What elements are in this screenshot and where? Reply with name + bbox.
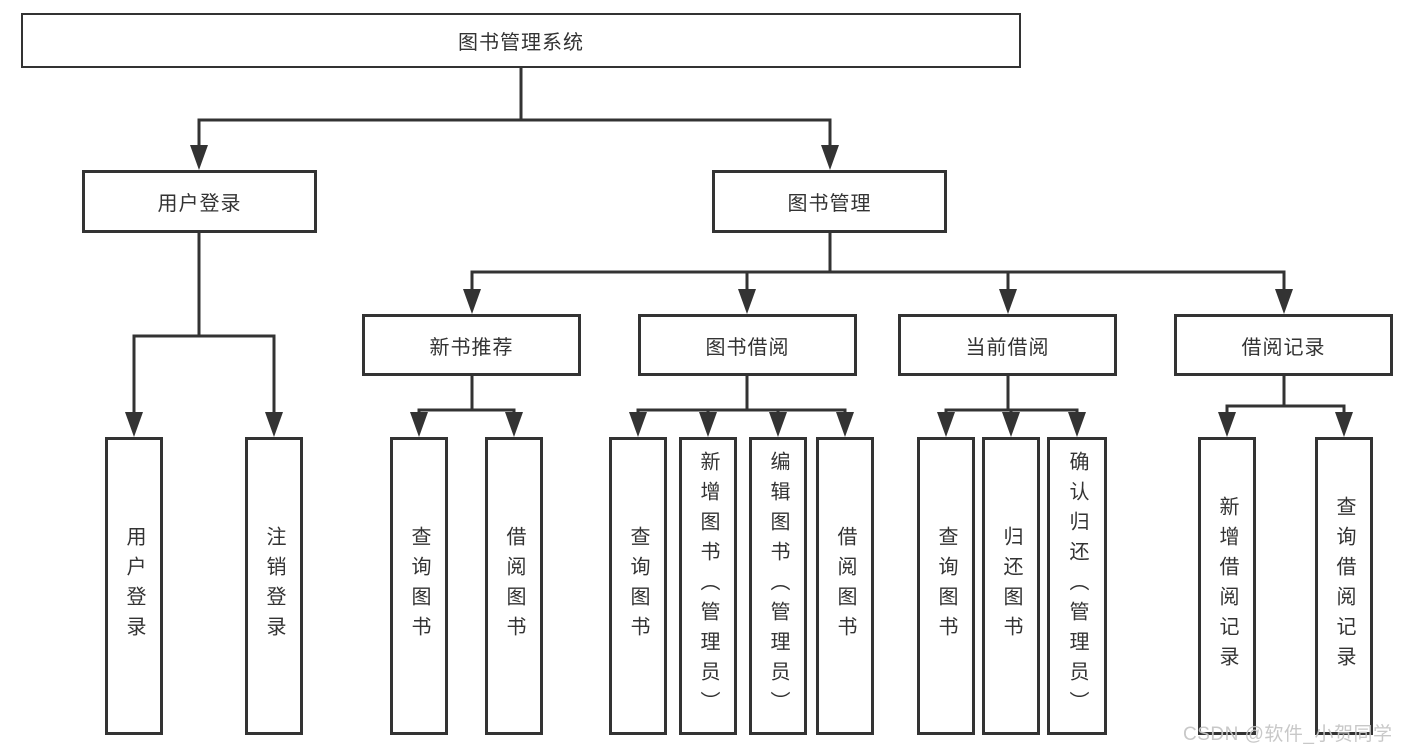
node-leaf-borrow-books-recommend: 借阅图书 [485,437,543,735]
node-leaf-borrow-books: 借阅图书 [816,437,874,735]
node-book-borrowing: 图书借阅 [638,314,857,376]
node-label: 新书推荐 [429,336,514,359]
node-label: 图书管理系统 [458,32,584,54]
node-borrowing-records: 借阅记录 [1174,314,1393,376]
node-leaf-return-book: 归还图书 [982,437,1040,735]
node-label: 借阅记录 [1241,336,1326,359]
node-leaf-edit-book-admin: 编辑图书（管理员） [749,437,807,735]
node-leaf-query-books-borrow: 查询图书 [609,437,667,735]
node-leaf-query-borrow-record: 查询借阅记录 [1315,437,1373,735]
node-user-login: 用户登录 [82,170,317,233]
node-book-management: 图书管理 [712,170,947,233]
node-new-book-recommend: 新书推荐 [362,314,581,376]
node-label: 图书借阅 [705,336,790,359]
node-label: 用户登录 [123,526,145,646]
node-library-management-system: 图书管理系统 [21,13,1021,68]
node-label: 借阅图书 [834,526,856,646]
node-label: 编辑图书（管理员） [767,451,789,721]
node-label: 当前借阅 [965,336,1050,359]
node-leaf-query-books-recommend: 查询图书 [390,437,448,735]
node-current-borrowing: 当前借阅 [898,314,1117,376]
node-leaf-add-borrow-record: 新增借阅记录 [1198,437,1256,735]
node-label: 查询借阅记录 [1333,496,1355,676]
arrowheads [125,145,1353,437]
node-label: 图书管理 [787,193,872,215]
node-label: 查询图书 [627,526,649,646]
node-leaf-logout: 注销登录 [245,437,303,735]
node-label: 借阅图书 [503,526,525,646]
node-label: 查询图书 [408,526,430,646]
node-label: 新增借阅记录 [1216,496,1238,676]
node-label: 注销登录 [263,526,285,646]
node-label: 归还图书 [1000,526,1022,646]
csdn-watermark: CSDN @软件_小贺同学 [1183,724,1393,745]
node-leaf-add-book-admin: 新增图书（管理员） [679,437,737,735]
node-label: 用户登录 [157,193,242,215]
node-label: 新增图书（管理员） [697,451,719,721]
node-leaf-confirm-return-admin: 确认归还（管理员） [1047,437,1107,735]
node-leaf-user-login: 用户登录 [105,437,163,735]
node-label: 查询图书 [935,526,957,646]
node-label: 确认归还（管理员） [1066,451,1088,721]
node-leaf-query-books-current: 查询图书 [917,437,975,735]
